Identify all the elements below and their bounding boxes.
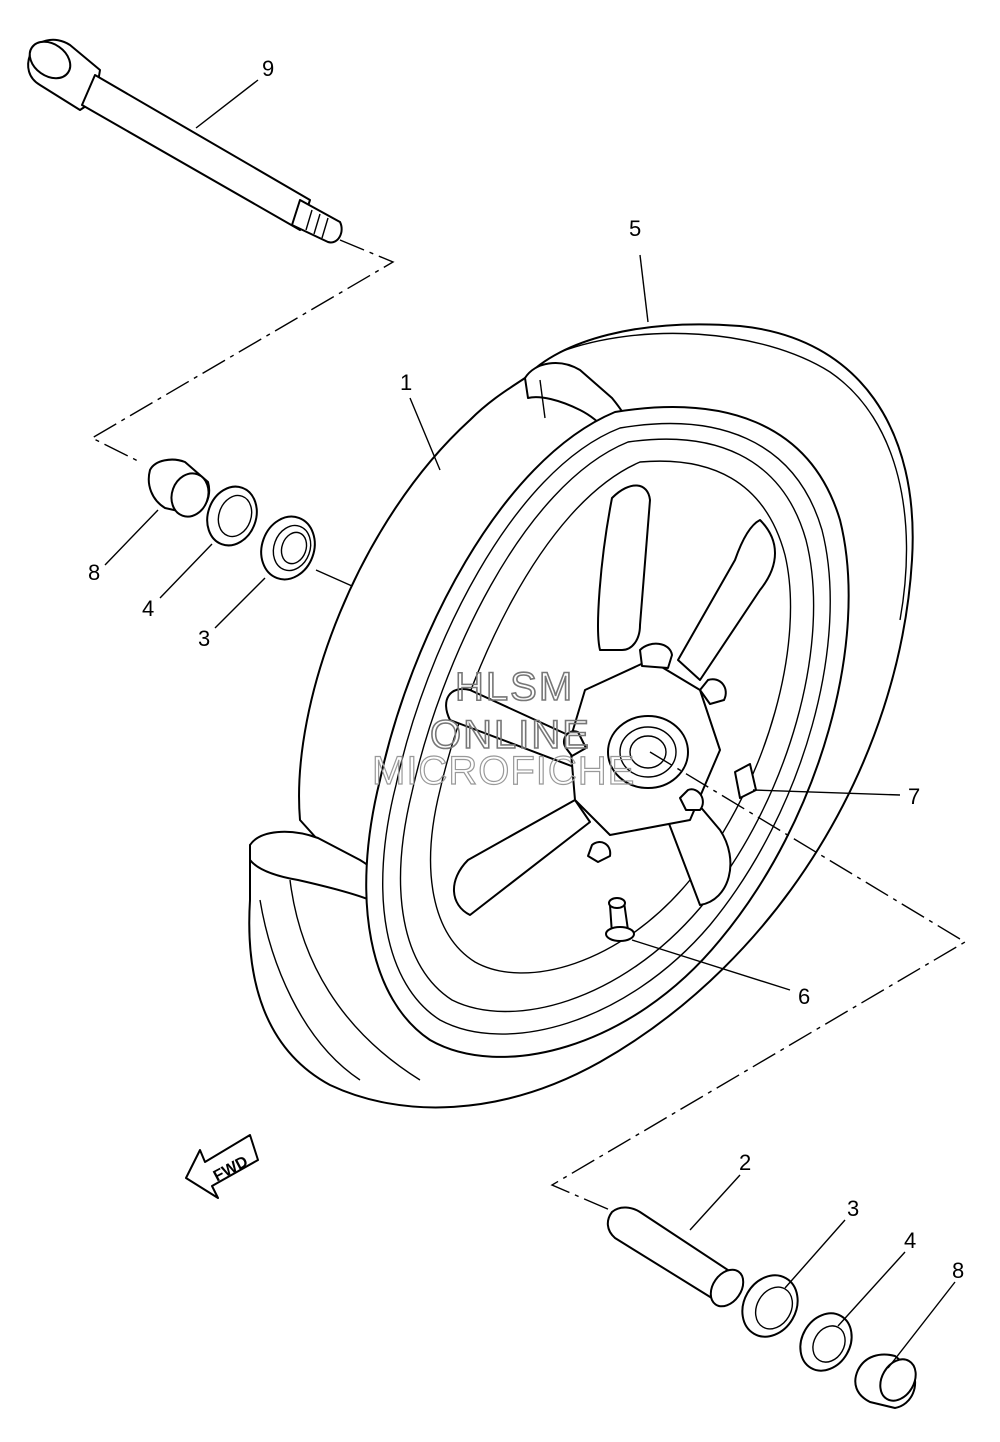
callout-4-left: 4: [142, 596, 154, 621]
callout-1: 1: [400, 370, 412, 395]
watermark-line-2: ONLINE: [430, 713, 591, 757]
watermark-line-1: HLSM: [455, 665, 574, 709]
collar-right: [854, 1353, 917, 1409]
callout-8-right: 8: [952, 1258, 964, 1283]
oil-seal-right: [799, 1312, 853, 1372]
axle: [27, 38, 343, 244]
callout-4-right: 4: [904, 1228, 916, 1253]
collar-left: [147, 458, 211, 518]
callout-7: 7: [908, 784, 920, 809]
callout-5: 5: [629, 216, 641, 241]
callout-3-left: 3: [198, 626, 210, 651]
callout-2: 2: [739, 1150, 751, 1175]
collar: [606, 1206, 745, 1308]
callout-6: 6: [798, 984, 810, 1009]
wheel-rim: [365, 406, 850, 1058]
callout-9: 9: [262, 56, 274, 81]
watermark-line-3: MICROFICHE: [372, 749, 635, 793]
valve: [605, 897, 635, 942]
fwd-arrow-icon: FWD: [185, 1134, 259, 1199]
callout-3-right: 3: [847, 1196, 859, 1221]
oil-seal-left: [206, 485, 258, 547]
bearing-right: [741, 1274, 799, 1338]
callout-8-left: 8: [88, 560, 100, 585]
bearing-left: [260, 515, 316, 581]
